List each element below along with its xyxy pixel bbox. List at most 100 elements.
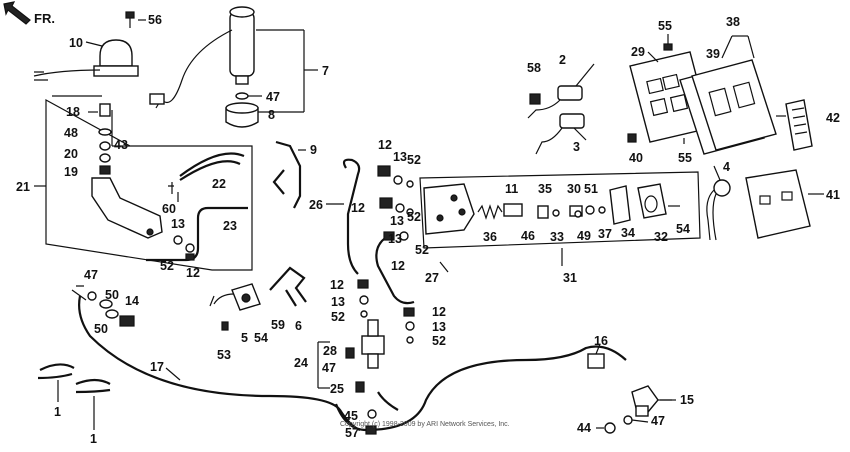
callout-20: 20 [64, 147, 78, 161]
callout-29: 29 [631, 45, 645, 59]
callout-52-b: 52 [407, 153, 421, 167]
copyright-notice: Copyright (c) 1998-2009 by ARI Network S… [340, 421, 510, 428]
callout-26: 26 [309, 198, 323, 212]
part-26-tube [342, 158, 361, 275]
callout-10: 10 [69, 36, 83, 50]
callout-49: 49 [577, 229, 591, 243]
group-31-outline [419, 171, 701, 249]
part-6-bracket [269, 266, 307, 307]
callout-41: 41 [826, 188, 840, 202]
callout-46: 46 [521, 229, 535, 243]
callout-19: 19 [64, 165, 78, 179]
part-1-clamp-a [37, 363, 75, 380]
callout-35: 35 [538, 182, 552, 196]
callout-59: 59 [271, 318, 285, 332]
callout-15: 15 [680, 393, 694, 407]
part-19-lever [91, 177, 163, 239]
part-29-bracket [629, 51, 711, 143]
part-36-spring [477, 204, 503, 220]
callout-52-d: 52 [415, 243, 429, 257]
part-8-cap [225, 102, 259, 128]
callout-52: 52 [160, 259, 174, 273]
callout-52-e: 52 [331, 310, 345, 324]
callout-47-d: 47 [651, 414, 665, 428]
callout-13-d: 13 [388, 232, 402, 246]
part-32-plate [637, 183, 667, 219]
callout-24: 24 [294, 356, 308, 370]
callout-12-e: 12 [330, 278, 344, 292]
callout-52-c: 52 [407, 210, 421, 224]
callout-23: 23 [223, 219, 237, 233]
callout-16: 16 [594, 334, 608, 348]
part-15-elbow [631, 385, 659, 417]
callout-28: 28 [323, 344, 337, 358]
callout-2: 2 [559, 53, 566, 67]
callout-56: 56 [148, 13, 162, 27]
callout-13: 13 [171, 217, 185, 231]
callout-44: 44 [577, 421, 591, 435]
callout-21: 21 [16, 180, 30, 194]
callout-53: 53 [217, 348, 231, 362]
part-11-plunger [503, 203, 523, 217]
part-41-plate [745, 169, 811, 239]
callout-9: 9 [310, 143, 317, 157]
part-34-plate [609, 185, 631, 225]
callout-43: 43 [114, 138, 128, 152]
callout-57: 57 [345, 426, 359, 440]
callout-47-c: 47 [322, 361, 336, 375]
front-direction-label: FR. [34, 11, 55, 26]
callout-7: 7 [322, 64, 329, 78]
part-39-38-panels [679, 59, 777, 155]
callout-13-b: 13 [393, 150, 407, 164]
part-valve-body [423, 183, 475, 235]
part-9-bracket [272, 140, 302, 209]
callout-12-b: 12 [378, 138, 392, 152]
callout-18: 18 [66, 105, 80, 119]
callout-1-b: 1 [90, 432, 97, 446]
callout-12: 12 [186, 266, 200, 280]
callout-40: 40 [629, 151, 643, 165]
part-2-connector [527, 85, 583, 119]
callout-45: 45 [344, 409, 358, 423]
callout-4: 4 [723, 160, 730, 174]
callout-38: 38 [726, 15, 740, 29]
callout-50-b: 50 [94, 322, 108, 336]
callout-13-f: 13 [432, 320, 446, 334]
callout-50: 50 [105, 288, 119, 302]
callout-33: 33 [550, 230, 564, 244]
callout-48: 48 [64, 126, 78, 140]
callout-25: 25 [330, 382, 344, 396]
front-arrow-icon [3, 1, 31, 25]
callout-3: 3 [573, 140, 580, 154]
callout-12-c: 12 [351, 201, 365, 215]
callout-39: 39 [706, 47, 720, 61]
callout-17: 17 [150, 360, 164, 374]
callout-47-b: 47 [84, 268, 98, 282]
leader-lines [85, 41, 824, 429]
part-5-switch [209, 283, 261, 311]
callout-58: 58 [527, 61, 541, 75]
callout-36: 36 [483, 230, 497, 244]
part-56-bolt [125, 11, 146, 28]
part-4-relay [706, 179, 731, 241]
callout-1: 1 [54, 405, 61, 419]
callout-14: 14 [125, 294, 139, 308]
part-7-cylinder [149, 6, 255, 109]
part-3-connector [535, 113, 585, 155]
callout-51: 51 [584, 182, 598, 196]
callout-54-b: 54 [254, 331, 268, 345]
callout-8: 8 [268, 108, 275, 122]
callout-30: 30 [567, 182, 581, 196]
part-14-bolt [119, 315, 135, 327]
callout-42: 42 [826, 111, 840, 125]
part-27-tube [375, 235, 415, 305]
part-22-hose [179, 152, 245, 177]
callout-13-c: 13 [390, 214, 404, 228]
callout-55-b: 55 [678, 151, 692, 165]
callout-5: 5 [241, 331, 248, 345]
callout-32: 32 [654, 230, 668, 244]
callout-12-f: 12 [432, 305, 446, 319]
callout-11: 11 [505, 182, 519, 196]
part-1-clamp-b [75, 378, 111, 394]
